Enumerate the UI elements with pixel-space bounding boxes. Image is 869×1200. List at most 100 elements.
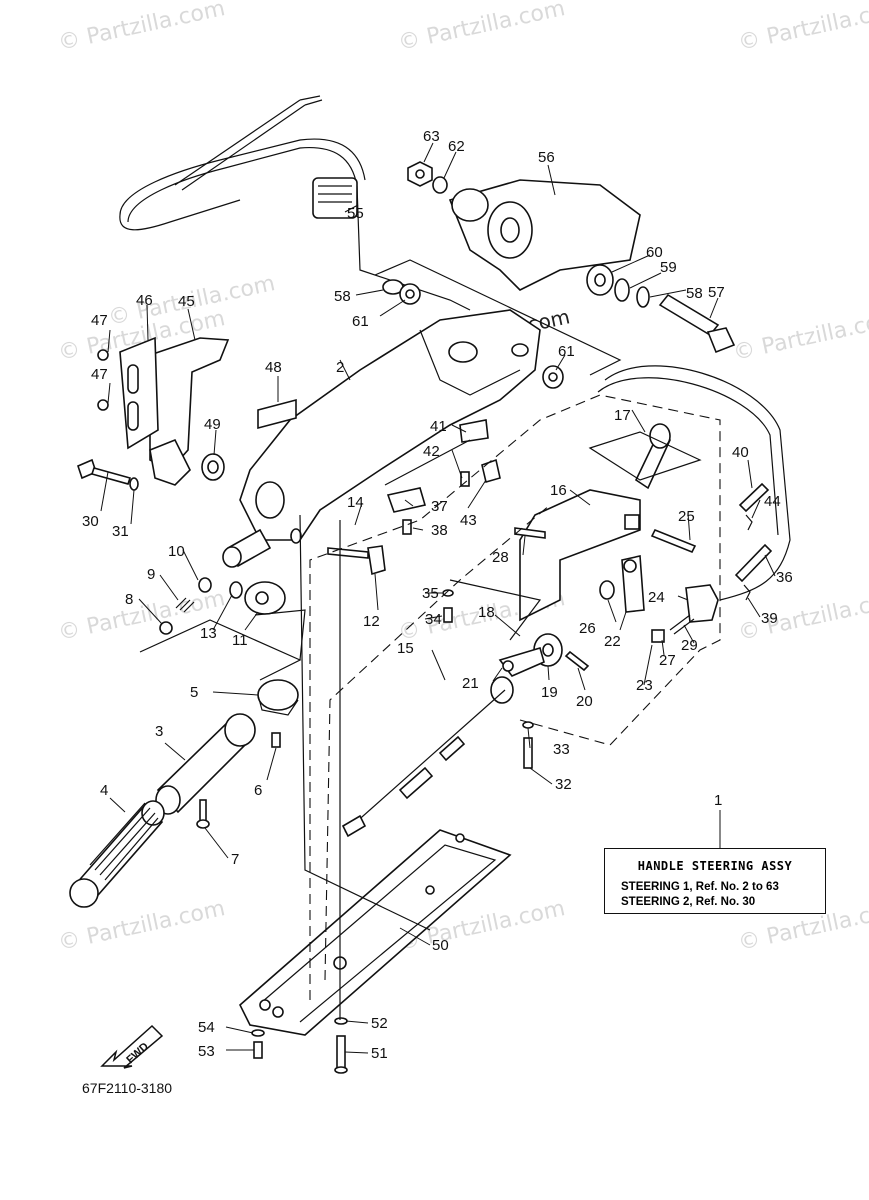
callout-58: 58 <box>686 285 703 302</box>
callout-6: 6 <box>254 782 262 799</box>
callout-29: 29 <box>681 637 698 654</box>
callout-labels: 1234567891011121314151617181920212223242… <box>82 128 793 1062</box>
screw-47b <box>97 399 109 411</box>
callout-34: 34 <box>425 611 442 628</box>
watermark-text: © Partzilla.com <box>736 586 869 646</box>
link-21 <box>498 647 545 677</box>
callout-10: 10 <box>168 543 185 560</box>
callout-47: 47 <box>91 312 108 329</box>
callout-39: 39 <box>761 610 778 627</box>
callout-14: 14 <box>347 494 364 511</box>
washer-26 <box>599 580 615 600</box>
callout-57: 57 <box>708 284 725 301</box>
watermark-text: © Partzilla.com <box>736 0 869 56</box>
callout-51: 51 <box>371 1045 388 1062</box>
callout-3: 3 <box>155 723 163 740</box>
callout-17: 17 <box>614 407 631 424</box>
screw-42 <box>460 471 470 487</box>
bolt-51 <box>334 1035 348 1074</box>
watermark-text: © Partzilla.com <box>396 0 567 56</box>
bushing-21b <box>490 676 514 704</box>
callout-41: 41 <box>430 418 447 435</box>
control-cables <box>119 95 471 311</box>
callout-50: 50 <box>432 937 449 954</box>
callout-40: 40 <box>732 444 749 461</box>
callout-8: 8 <box>125 591 133 608</box>
callout-58: 58 <box>334 288 351 305</box>
ring-8 <box>159 621 173 635</box>
bolt-32 <box>523 737 533 769</box>
leader-lines <box>100 142 776 1054</box>
callout-63: 63 <box>423 128 440 145</box>
shaft-pin <box>222 528 272 568</box>
callout-32: 32 <box>555 776 572 793</box>
callout-43: 43 <box>460 512 477 529</box>
clip-44 <box>745 514 753 531</box>
screw-28 <box>514 527 546 539</box>
washer-62 <box>432 176 448 194</box>
box-line-2: STEERING 2, Ref. No. 30 <box>621 896 756 908</box>
screw-7 <box>196 799 210 829</box>
callout-55: 55 <box>347 205 364 222</box>
callout-37: 37 <box>431 498 448 515</box>
bracket-56 <box>448 179 641 291</box>
washer-35 <box>442 589 454 597</box>
callout-54: 54 <box>198 1019 215 1036</box>
callout-46: 46 <box>136 292 153 309</box>
clip-27 <box>651 629 665 643</box>
group-lines <box>139 259 791 1020</box>
cable-end-36 <box>734 543 773 583</box>
callout-49: 49 <box>204 416 221 433</box>
clip-39 <box>743 584 751 601</box>
callout-30: 30 <box>82 513 99 530</box>
callout-47: 47 <box>91 366 108 383</box>
handle-housing-2 <box>239 309 541 544</box>
callout-23: 23 <box>636 677 653 694</box>
spring-29 <box>669 614 695 635</box>
diagram-reference-code: 67F2110-3180 <box>82 1080 173 1096</box>
callout-35: 35 <box>422 585 439 602</box>
callout-56: 56 <box>538 149 555 166</box>
callout-20: 20 <box>576 693 593 710</box>
spring-9 <box>175 597 195 613</box>
lever-22 <box>621 555 645 613</box>
clip-43 <box>481 458 501 483</box>
callout-33: 33 <box>553 741 570 758</box>
cable-end-40 <box>738 482 770 513</box>
callout-26: 26 <box>579 620 596 637</box>
pin-20 <box>564 650 590 672</box>
grip-tube-3 <box>155 713 256 815</box>
callout-52: 52 <box>371 1015 388 1032</box>
callout-15: 15 <box>397 640 414 657</box>
collar-5 <box>257 679 299 716</box>
bolt-12 <box>327 545 386 576</box>
bolt-57 <box>658 293 736 354</box>
bushing-60 <box>586 264 614 296</box>
callout-7: 7 <box>231 851 239 868</box>
callout-4: 4 <box>100 782 108 799</box>
callout-16: 16 <box>550 482 567 499</box>
callout-22: 22 <box>604 633 621 650</box>
callout-21: 21 <box>462 675 479 692</box>
bolt-34 <box>443 607 453 623</box>
washer-58r <box>636 286 650 308</box>
callout-59: 59 <box>660 259 677 276</box>
watermark-text: © Partzilla.com <box>731 306 869 366</box>
lever-17 <box>634 423 671 490</box>
clamp-37 <box>386 487 427 513</box>
callout-61: 61 <box>352 313 369 330</box>
callout-24: 24 <box>648 589 665 606</box>
callout-28: 28 <box>492 549 509 566</box>
throttle-cable <box>341 689 506 838</box>
bolt-53 <box>253 1041 263 1059</box>
washer-52 <box>334 1017 348 1025</box>
tiller-arm-45 <box>149 337 230 486</box>
screw-47a <box>97 349 109 361</box>
box-title: HANDLE STEERING ASSY <box>637 859 793 873</box>
callout-48: 48 <box>265 359 282 376</box>
callout-12: 12 <box>363 613 380 630</box>
callout-62: 62 <box>448 138 465 155</box>
clip-41 <box>459 419 489 443</box>
callout-44: 44 <box>764 493 781 510</box>
